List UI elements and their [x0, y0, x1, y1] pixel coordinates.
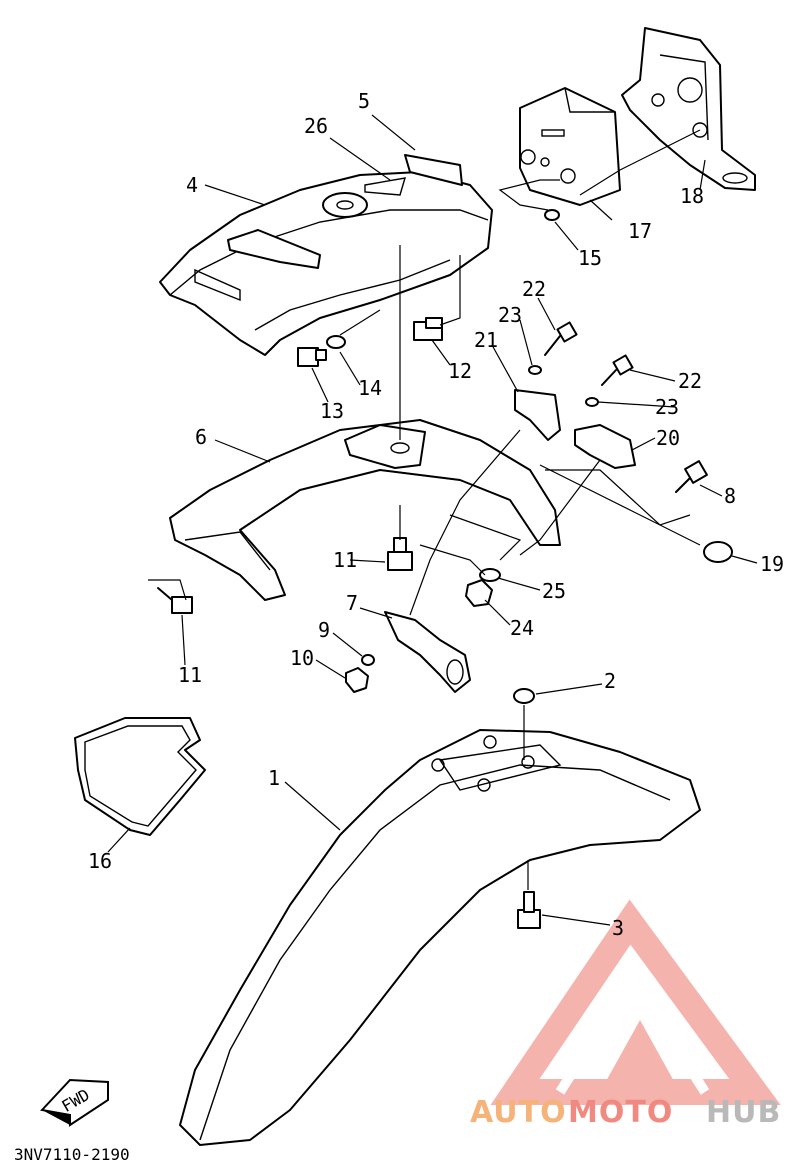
part-17-light-housing	[519, 87, 621, 206]
bolts-and-nuts	[157, 209, 733, 929]
label-part-11a: 11	[333, 548, 357, 572]
label-part-4: 4	[186, 173, 198, 197]
brand-moto: MOTO	[568, 1095, 673, 1130]
part-20-bracket	[574, 424, 636, 469]
part-16-mud-flap	[74, 717, 206, 836]
label-part-18: 18	[680, 184, 704, 208]
label-part-23b: 23	[655, 395, 679, 419]
label-part-12: 12	[448, 359, 472, 383]
part-4-tail-cover	[159, 154, 493, 356]
label-part-24: 24	[510, 616, 534, 640]
label-part-22a: 22	[522, 277, 546, 301]
label-part-10: 10	[290, 646, 314, 670]
label-part-3: 3	[612, 916, 624, 940]
reference-lines	[148, 129, 701, 890]
brand-hub: HUB	[706, 1095, 781, 1130]
fwd-arrow-icon: FWD	[40, 1078, 109, 1127]
label-part-21: 21	[474, 328, 498, 352]
watermark-logo	[490, 899, 781, 1105]
label-part-14: 14	[358, 376, 382, 400]
label-part-26: 26	[304, 114, 328, 138]
label-part-2: 2	[604, 669, 616, 693]
label-part-15: 15	[578, 246, 602, 270]
label-part-19: 19	[760, 552, 784, 576]
label-part-17: 17	[628, 219, 652, 243]
part-21-bracket	[514, 389, 561, 441]
part-1-front-fender	[179, 729, 701, 1146]
drawing-code: 3NV7110-2190	[14, 1145, 130, 1164]
label-part-25: 25	[542, 579, 566, 603]
label-part-23a: 23	[498, 303, 522, 327]
label-part-1: 1	[268, 766, 280, 790]
watermark-brand: AUTO MOTO HUB	[470, 1095, 781, 1130]
label-part-8: 8	[724, 484, 736, 508]
label-part-16: 16	[88, 849, 112, 873]
label-part-9: 9	[318, 618, 330, 642]
brand-auto: AUTO	[470, 1095, 567, 1130]
label-part-22b: 22	[678, 369, 702, 393]
label-part-7: 7	[346, 591, 358, 615]
label-part-20: 20	[656, 426, 680, 450]
label-part-13: 13	[320, 399, 344, 423]
label-part-11b: 11	[178, 663, 202, 687]
part-6-rear-fender	[169, 419, 561, 601]
callout-labels: 1 2 3 4 5 6 7 8 9 10 11 11 12 13 14 15 1…	[88, 89, 784, 940]
label-part-6: 6	[195, 425, 207, 449]
callout-leaders	[107, 114, 758, 926]
label-part-5: 5	[358, 89, 370, 113]
part-18-bracket	[621, 27, 756, 191]
part-7-bracket	[384, 611, 471, 693]
